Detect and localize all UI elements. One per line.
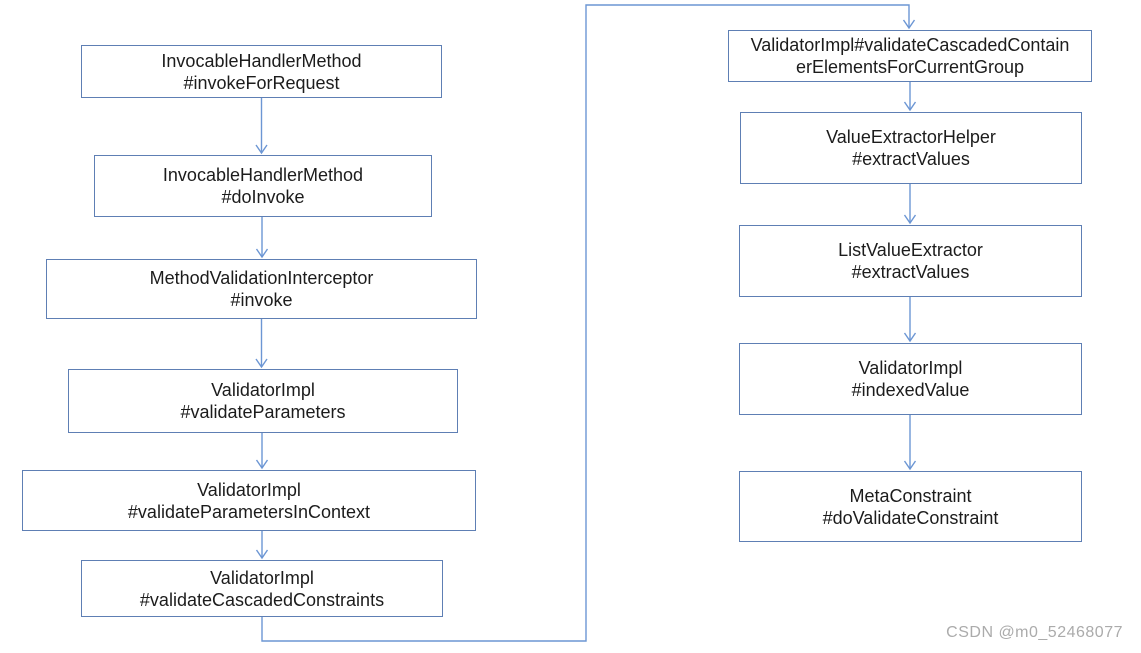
node-method-name: #validateParametersInContext xyxy=(127,501,371,522)
node-validate-cascaded-container-elements: ValidatorImpl#validateCascadedContain er… xyxy=(728,30,1092,82)
node-do-invoke: InvocableHandlerMethod #doInvoke xyxy=(94,155,432,217)
node-do-validate-constraint: MetaConstraint #doValidateConstraint xyxy=(739,471,1082,542)
node-method-name: #extractValues xyxy=(851,262,970,282)
node-class-name: InvocableHandlerMethod xyxy=(161,50,362,71)
node-method-name: #extractValues xyxy=(852,149,970,169)
node-invoke-for-request: InvocableHandlerMethod #invokeForRequest xyxy=(81,45,442,98)
node-class-name: ListValueExtractor xyxy=(838,240,983,260)
node-value-extractor-helper: ValueExtractorHelper #extractValues xyxy=(740,112,1082,184)
node-interceptor-invoke: MethodValidationInterceptor #invoke xyxy=(46,259,477,319)
node-validate-parameters-in-context: ValidatorImpl #validateParametersInConte… xyxy=(22,470,476,531)
node-method-name: #validateParameters xyxy=(180,402,346,422)
node-class-name: InvocableHandlerMethod xyxy=(162,165,364,185)
node-class-name: ValidatorImpl xyxy=(197,479,301,500)
node-class-name: ValueExtractorHelper xyxy=(826,127,996,147)
node-method-name: #validateCascadedConstraints xyxy=(139,589,385,610)
node-method-name: #doInvoke xyxy=(221,187,305,207)
node-method-name: #invoke xyxy=(230,290,293,310)
edge-cascaded-constraints-to-container-elements xyxy=(261,4,916,642)
node-class-name: ValidatorImpl#validateCascadedContain xyxy=(750,35,1070,55)
node-validate-parameters: ValidatorImpl #validateParameters xyxy=(68,369,458,433)
node-method-name: #invokeForRequest xyxy=(183,72,340,93)
node-class-name: ValidatorImpl xyxy=(211,380,315,400)
node-method-name: #indexedValue xyxy=(851,380,970,400)
node-indexed-value: ValidatorImpl #indexedValue xyxy=(739,343,1082,415)
node-list-value-extractor: ListValueExtractor #extractValues xyxy=(739,225,1082,297)
node-method-name: erElementsForCurrentGroup xyxy=(795,57,1025,77)
node-class-name: ValidatorImpl xyxy=(210,567,314,588)
node-class-name: MetaConstraint xyxy=(849,485,972,506)
watermark: CSDN @m0_52468077 xyxy=(946,624,1123,641)
node-method-name: #doValidateConstraint xyxy=(822,507,999,528)
node-class-name: ValidatorImpl xyxy=(858,358,963,378)
node-validate-cascaded-constraints: ValidatorImpl #validateCascadedConstrain… xyxy=(81,560,443,617)
node-class-name: MethodValidationInterceptor xyxy=(149,268,374,288)
